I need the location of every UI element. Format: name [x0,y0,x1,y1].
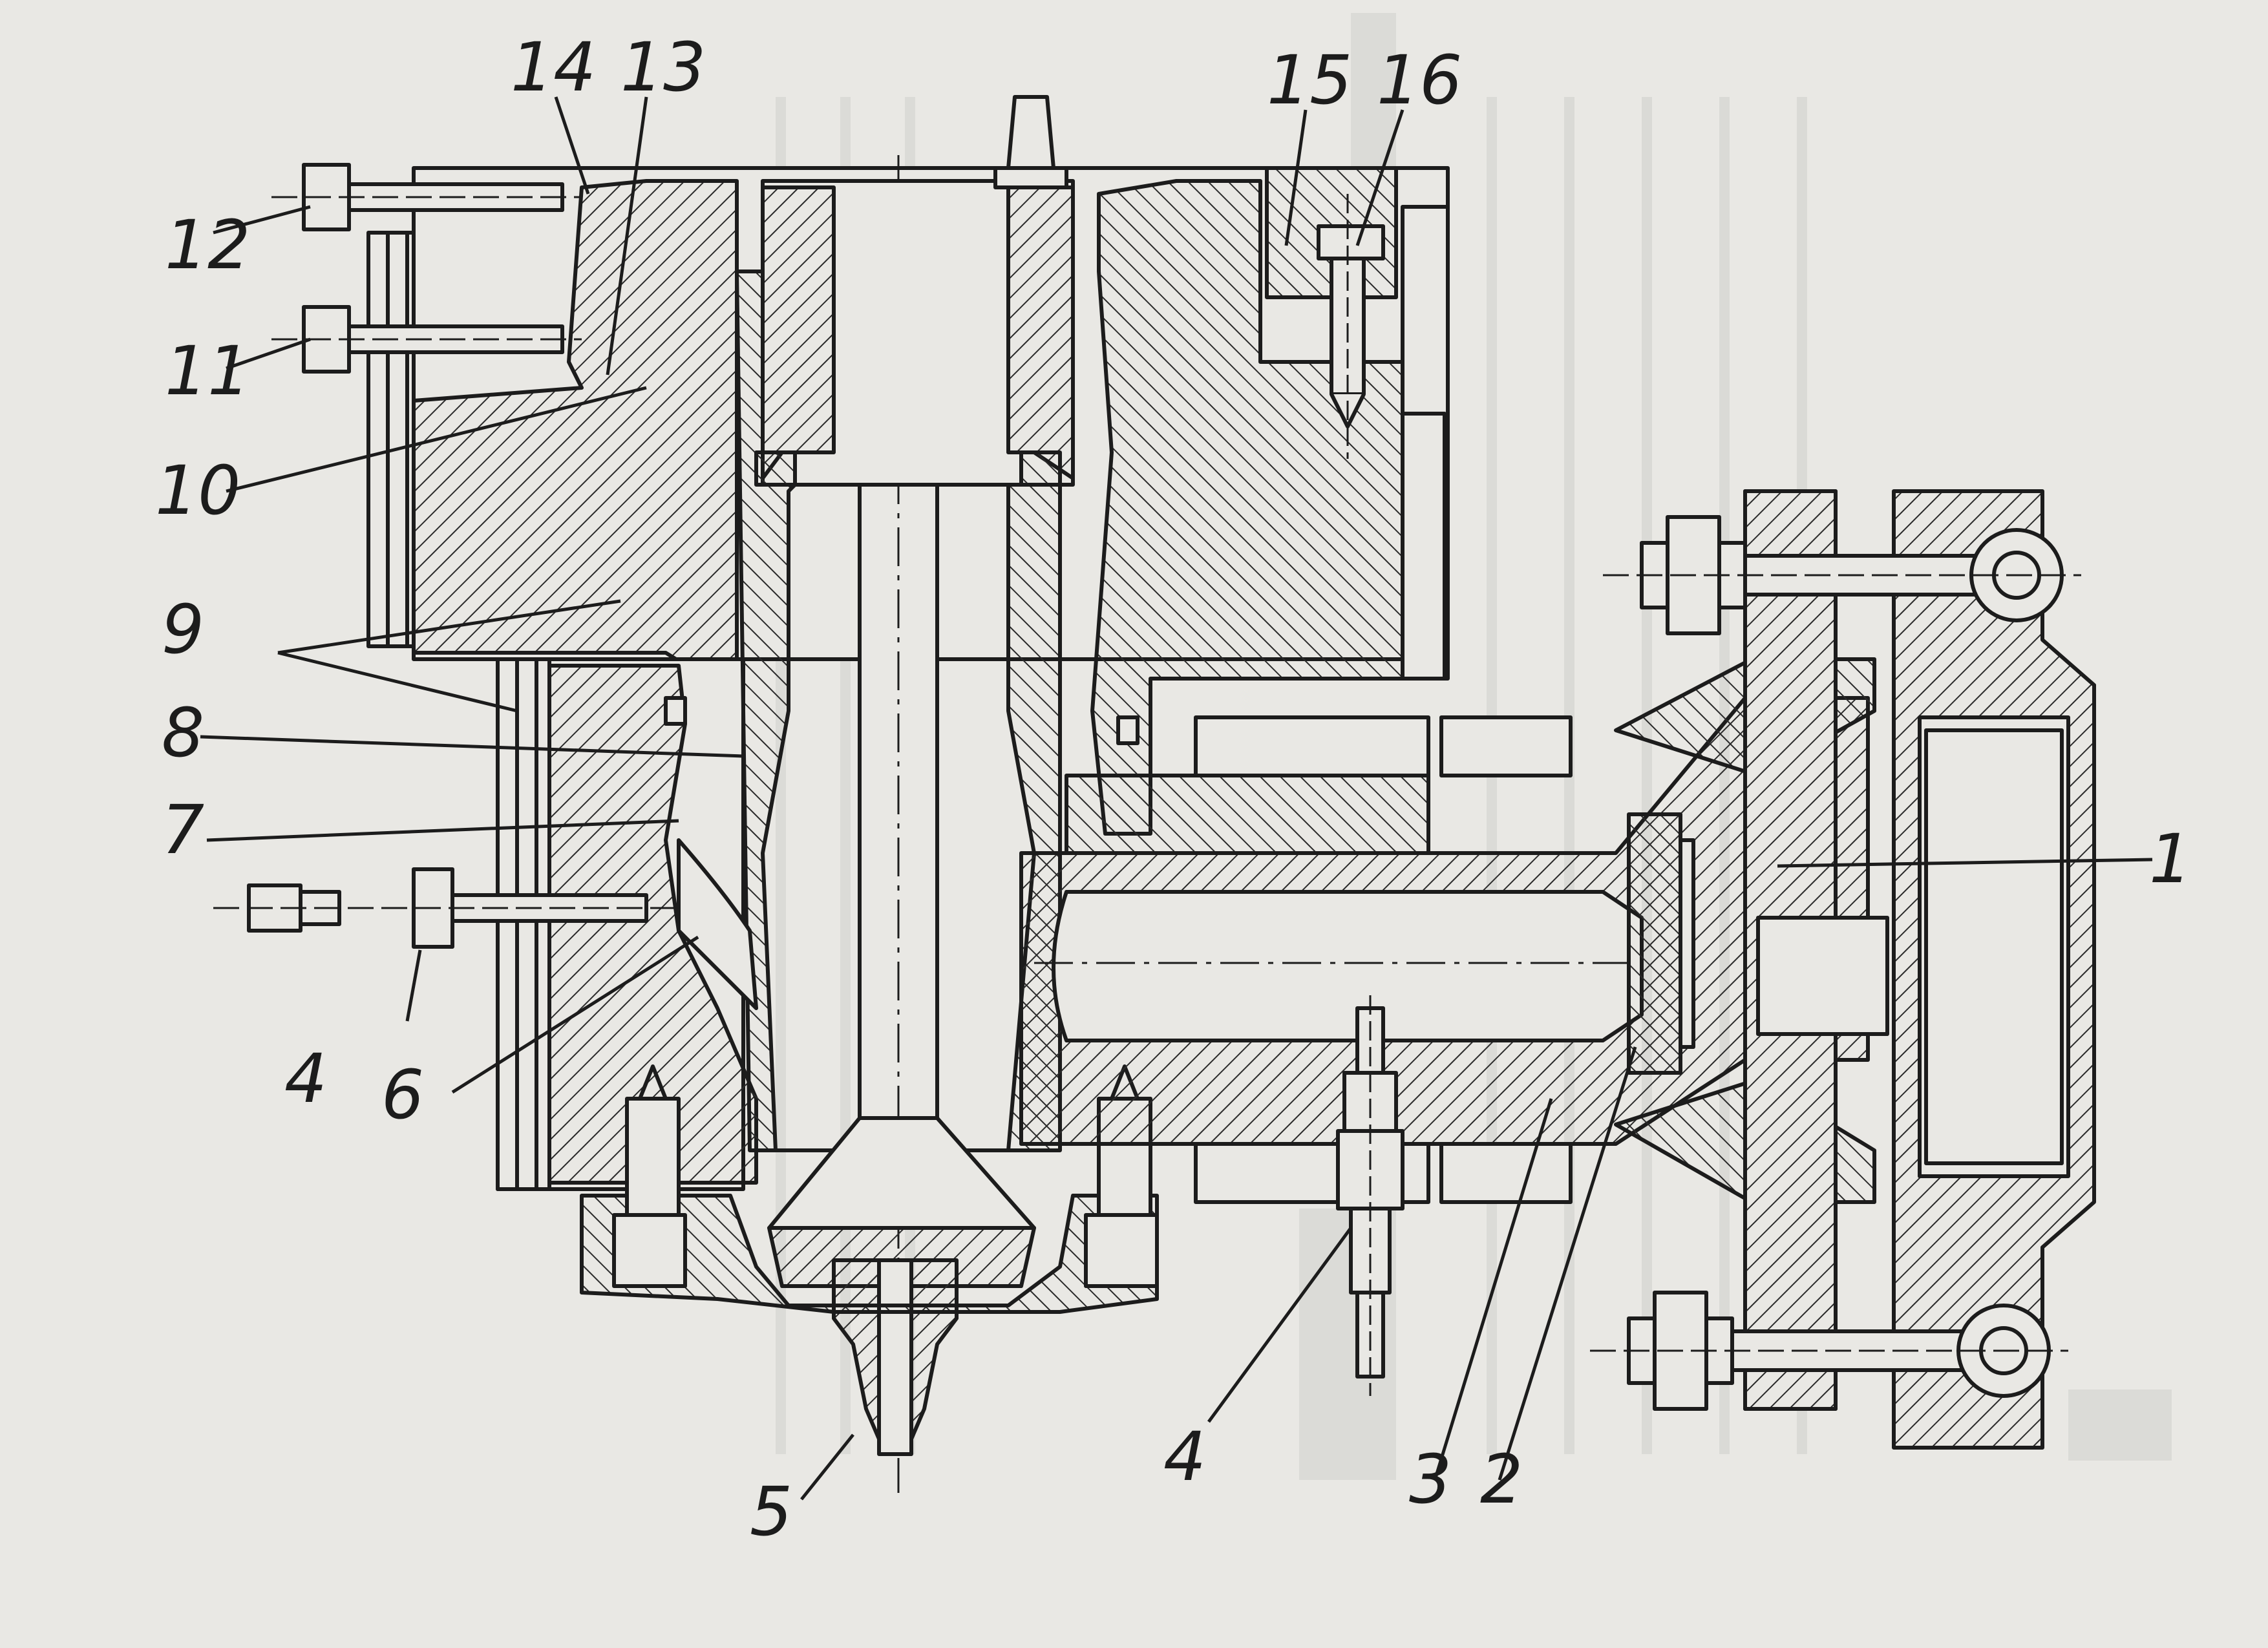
thermocouple-4 [1336,995,1404,1396]
left-side-plates [366,231,416,648]
label-10: 10 [155,451,240,530]
label-13: 13 [620,28,706,107]
bolt-16-assembly [1265,166,1398,459]
eye-bolt-top [1603,515,2081,635]
bolt-11 [271,305,582,374]
bottom-flange [580,1194,1159,1314]
label-2: 2 [1480,1440,1523,1519]
left-screw-4 [213,867,685,949]
seal-ring [664,696,1139,745]
label-5: 5 [750,1472,792,1551]
bottom-bolt-left [612,1064,687,1288]
callout-labels: 1 2 3 4 4 5 6 7 8 9 10 11 12 13 14 15 16 [155,28,2192,1551]
label-7: 7 [162,790,204,869]
eye-bolt-bottom [1590,1291,2068,1411]
label-6: 6 [381,1055,424,1134]
bolt-12 [271,163,582,231]
label-8: 8 [162,693,204,772]
label-1: 1 [2149,819,2192,898]
label-4-bottom: 4 [1163,1417,1206,1496]
label-15: 15 [1267,41,1352,120]
breaker-plate [1627,812,1695,1075]
label-4-left: 4 [284,1039,327,1118]
leader-lines [200,96,2153,1501]
top-fitting [993,95,1068,189]
label-16: 16 [1377,41,1462,120]
label-12: 12 [165,206,250,284]
label-11: 11 [165,332,250,410]
label-14: 14 [511,28,596,107]
label-3: 3 [1409,1440,1452,1519]
top-insert [754,179,1075,487]
melt-cavity [677,838,758,1010]
label-9: 9 [162,590,204,669]
